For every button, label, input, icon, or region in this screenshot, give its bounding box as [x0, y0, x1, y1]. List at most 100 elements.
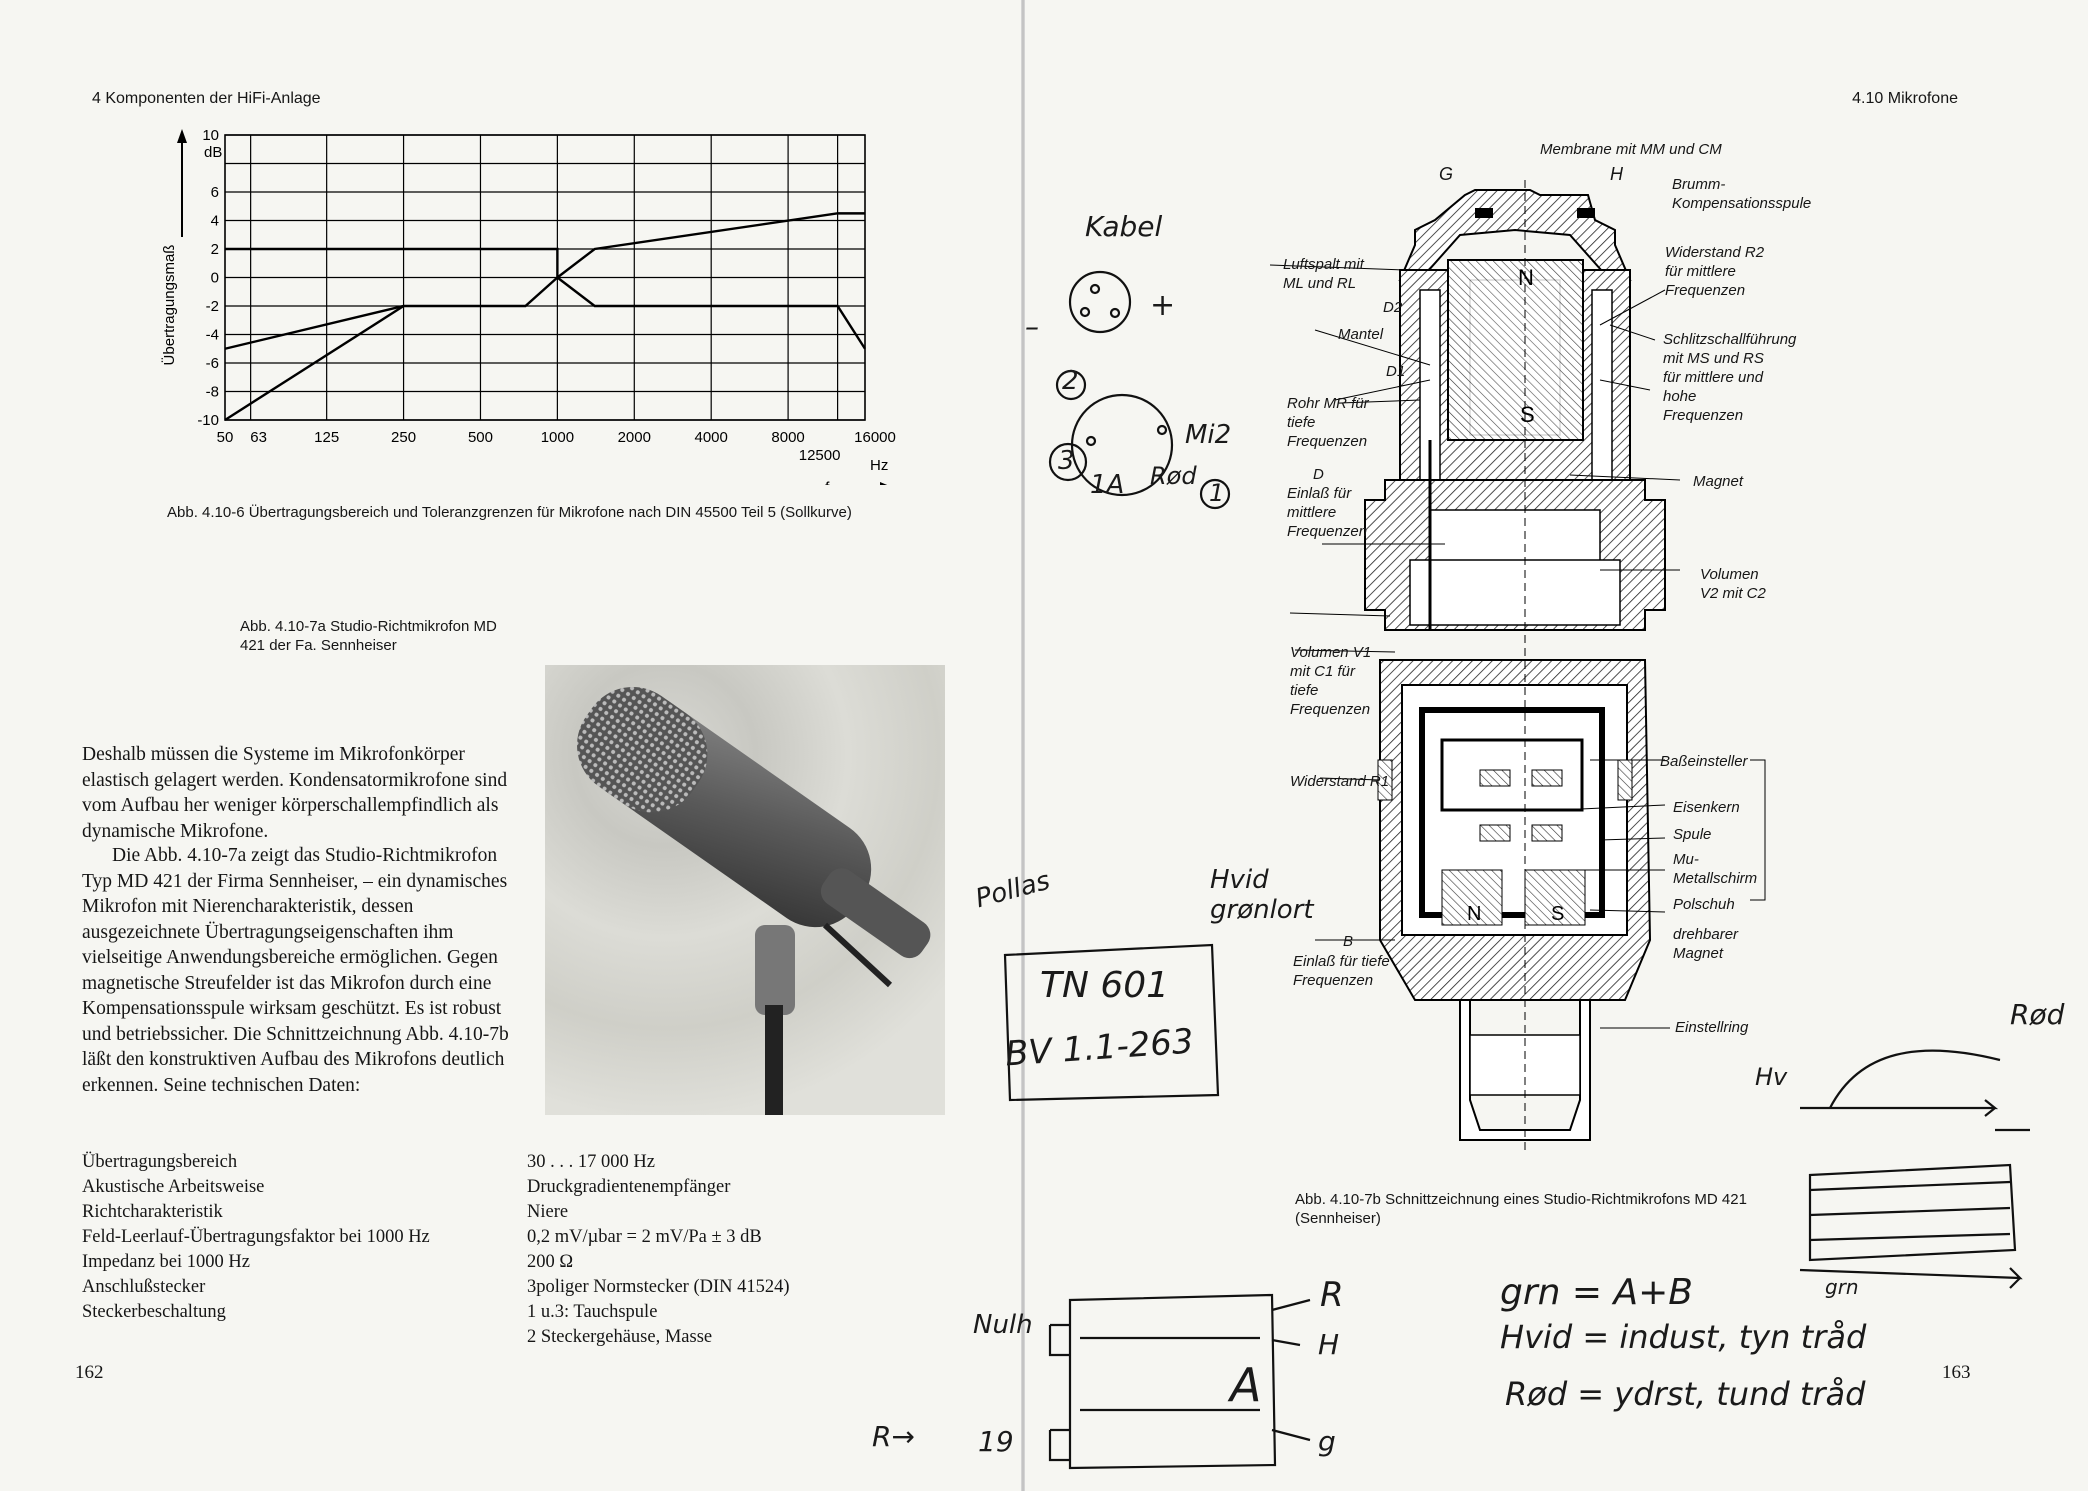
s-top: S — [1520, 402, 1535, 427]
chart-y-tick-label: 6 — [211, 184, 219, 201]
label-volumen-v2: Volumen V2 mit C2 — [1700, 566, 1766, 602]
chart-yunit: dB — [204, 144, 222, 161]
label-d: D — [1313, 466, 1324, 483]
chart-y-tick-label: 0 — [211, 270, 219, 287]
label-brumm: Brumm-Kompensationsspule — [1672, 176, 1812, 212]
hw-r-arrow: R→ — [872, 1420, 915, 1453]
label-h: H — [1610, 164, 1623, 184]
chart-series-line — [224, 304, 405, 422]
chart-y-tick-label: -2 — [206, 298, 219, 315]
chart-x-tick-label: 1000 — [541, 429, 574, 446]
microphone-photo — [545, 665, 945, 1115]
chart-y-tick-label: -10 — [197, 412, 219, 429]
chart-y-tick-label: 10 — [202, 127, 219, 144]
left-page-header: 4 Komponenten der HiFi-Anlage — [92, 90, 321, 107]
right-page-number: 163 — [1942, 1362, 1971, 1383]
right-page-header: 4.10 Mikrofone — [1852, 90, 1958, 107]
label-g: G — [1439, 164, 1454, 184]
spec-row: 2 Steckergehäuse, Masse — [527, 1327, 713, 1347]
spec-row: Feld-Leerlauf-Übertragungsfaktor bei 100… — [82, 1227, 762, 1247]
hw-rod-right: Rød — [2010, 998, 2065, 1031]
chart-y-tick-label: 2 — [211, 241, 219, 258]
hw-hvid2: Hvid = indust, tyn tråd — [1500, 1318, 1867, 1356]
chart-series-line — [225, 247, 559, 278]
label-rohr: Rohr MR für tiefe Frequenzen — [1287, 395, 1369, 450]
chart-x-tick-label: 250 — [391, 429, 416, 446]
label-b: B — [1343, 933, 1354, 950]
hw-grn: grn = A+B — [1500, 1272, 1694, 1313]
chart-series-line — [556, 212, 865, 279]
hw-nulh: Nulh — [973, 1310, 1033, 1340]
chart-y-tick-label: -6 — [206, 355, 219, 372]
label-mu-metall: Mu-Metallschirm — [1673, 851, 1758, 887]
label-widerstand-r2: Widerstand R2 für mittlere Frequenzen — [1665, 244, 1765, 299]
chart-y-tick-label: -8 — [206, 384, 219, 401]
hw-r: R — [1320, 1275, 1344, 1315]
label-basseinsteller: Baßeinsteller — [1660, 753, 1748, 770]
hw-mi2: Mi2 — [1185, 420, 1232, 450]
chart-x-tick-label: 63 — [250, 429, 267, 446]
chart-x-tick-label: 125 — [314, 429, 339, 446]
label-volumen-v1: Volumen V1 mit C1 für tiefe Frequenzen — [1290, 644, 1372, 718]
label-mantel: Mantel — [1338, 326, 1384, 343]
microphone-cross-section: N S N S — [1270, 180, 1766, 1150]
body-paragraph-2: Die Abb. 4.10-7a zeigt das Studio-Richtm… — [82, 845, 509, 1096]
label-spule: Spule — [1673, 826, 1712, 843]
hw-h: H — [1318, 1328, 1340, 1361]
hw-19: 19 — [978, 1425, 1014, 1458]
hw-pin3: 3 — [1058, 446, 1075, 476]
left-page-number: 162 — [75, 1362, 104, 1383]
chart-x-tick-label: 500 — [468, 429, 493, 446]
chart-x-tick-label: 2000 — [618, 429, 651, 446]
hw-a: A — [1230, 1358, 1262, 1412]
label-einstellring: Einstellring — [1675, 1019, 1749, 1036]
chart-series — [224, 212, 867, 422]
hw-box-line1: TN 601 — [1040, 965, 1170, 1006]
chart-x-tick-label: 4000 — [695, 429, 728, 446]
s-bottom: S — [1551, 903, 1564, 925]
chart-caption: Abb. 4.10-6 Übertragungsbereich und Tole… — [167, 504, 852, 521]
hw-hvid: Hvid grønlort — [1210, 865, 1314, 925]
y-arrow-head — [177, 129, 187, 143]
label-luftspalt: Luftspalt mit ML und RL — [1283, 256, 1364, 292]
n-bottom: N — [1467, 903, 1481, 925]
hw-hv: Hv — [1755, 1063, 1788, 1091]
diagram-caption: Abb. 4.10-7b Schnittzeichnung eines Stud… — [1295, 1191, 1747, 1227]
hw-minus: – — [1025, 310, 1039, 343]
chart-y-ticks: 10 6 4 2 0 -2 -4 -6 -8 -10 — [197, 127, 219, 429]
chart-y-tick-label: -4 — [206, 327, 219, 344]
chart-xlabel: f — [825, 480, 830, 485]
body-paragraph-1: Deshalb müssen die Systeme im Mikrofonkö… — [82, 744, 508, 842]
hw-1a: 1A — [1090, 470, 1125, 500]
hw-g: g — [1318, 1425, 1336, 1458]
chart-x-tick-label: 8000 — [771, 429, 804, 446]
label-d2: D2 — [1383, 299, 1403, 316]
label-einlass-tiefe: Einlaß für tiefe Frequenzen — [1293, 953, 1390, 989]
hw-kabel: Kabel — [1085, 210, 1163, 243]
hw-rod: Rød — [1150, 462, 1197, 490]
label-membrane: Membrane mit MM und CM — [1540, 141, 1722, 158]
label-widerstand-r1: Widerstand R1 — [1290, 773, 1390, 790]
book-spine — [1021, 0, 1025, 1491]
label-d1: D1 — [1386, 363, 1406, 380]
chart-series-line — [224, 276, 559, 350]
chart-y-tick-label: 4 — [211, 213, 219, 230]
chart-xunit: Hz — [870, 457, 888, 474]
label-eisenkern: Eisenkern — [1673, 799, 1740, 816]
label-schlitz: Schlitzschallführung mit MS und RS für m… — [1663, 331, 1797, 424]
chart-ylabel: Übertragungsmaß — [160, 245, 178, 366]
chart-x-tick-label: 12500 — [799, 447, 841, 464]
chart-x-tick-label: 16000 — [854, 429, 896, 446]
label-einlass-mittlere: Einlaß für mittlere Frequenzen — [1287, 485, 1368, 540]
hw-pin1: 1 — [1209, 479, 1225, 507]
hw-pin2: 2 — [1062, 366, 1079, 396]
